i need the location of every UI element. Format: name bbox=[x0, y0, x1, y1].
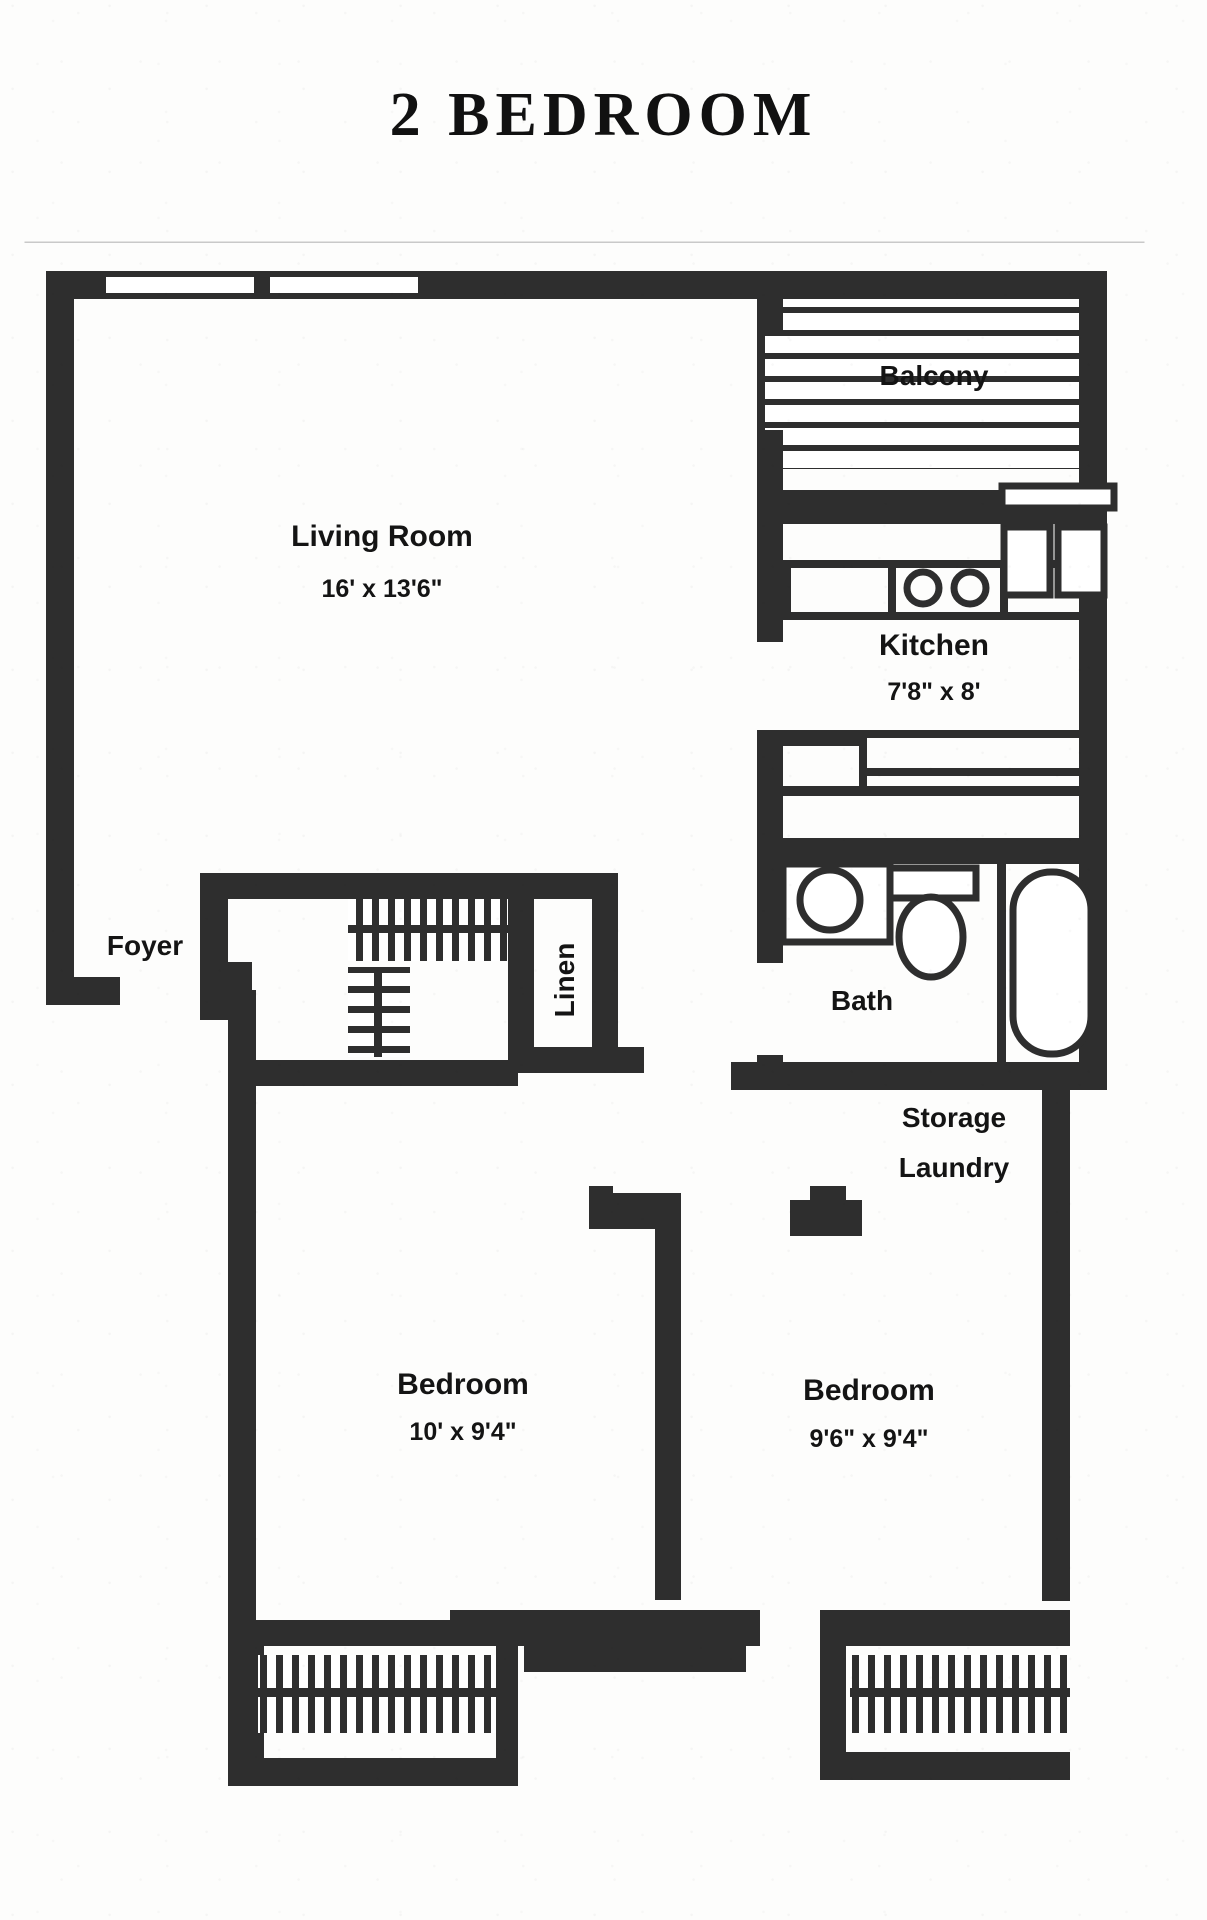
wall-foyer-entry-stub bbox=[46, 977, 120, 1005]
wall-kitchen-left-upper bbox=[757, 490, 783, 642]
bedroom1-dimensions: 10' x 9'4" bbox=[409, 1418, 516, 1446]
stove-icon bbox=[888, 560, 896, 620]
bath-label: Bath bbox=[831, 985, 893, 1016]
wall-hall-bottom bbox=[228, 1060, 518, 1086]
toilet-icon bbox=[895, 893, 967, 981]
living-room-dimensions: 16' x 13'6" bbox=[321, 575, 442, 603]
wall-between-bedrooms bbox=[655, 1200, 681, 1600]
window-icon bbox=[106, 277, 254, 293]
wall-bedroom1-closet-end bbox=[496, 1646, 518, 1758]
foyer-label: Foyer bbox=[107, 930, 183, 961]
window-icon bbox=[270, 277, 418, 293]
wall-left-exterior bbox=[46, 271, 74, 1005]
wall-right-exterior-lower bbox=[1042, 1062, 1070, 1601]
wall-bedroom2-closet-header bbox=[820, 1610, 1070, 1646]
bedroom2-dimensions: 9'6" x 9'4" bbox=[809, 1425, 928, 1453]
wall-segments bbox=[0, 243, 1207, 1803]
bathtub-icon bbox=[1009, 868, 1095, 1058]
wall-bath-bottom bbox=[757, 1062, 1079, 1090]
counter-edge bbox=[783, 560, 791, 620]
kitchen-sink-icon bbox=[1054, 523, 1108, 599]
bathtub-enclosure bbox=[997, 864, 1006, 1062]
counter-icon bbox=[783, 560, 1079, 568]
wall-bedrooms-bottom-jog bbox=[450, 1610, 760, 1646]
living-room-label: Living Room bbox=[291, 520, 473, 553]
counter-cabinet bbox=[767, 738, 867, 746]
wall-balcony-rail bbox=[757, 299, 765, 490]
counter-cabinet bbox=[859, 768, 1079, 776]
stove-icon bbox=[903, 568, 943, 608]
wall-hall-left-stub bbox=[200, 962, 252, 990]
wall-center-bottom bbox=[524, 1646, 746, 1672]
room-labels: Living Room 16' x 13'6" Balcony Kitchen … bbox=[107, 360, 1010, 1453]
kitchen-dimensions: 7'8" x 8' bbox=[887, 678, 980, 706]
wall-bath-left-upper bbox=[757, 838, 783, 963]
closet-rod bbox=[374, 967, 382, 1057]
kitchen-label: Kitchen bbox=[879, 629, 989, 662]
wall-jog-corner bbox=[450, 1610, 476, 1646]
wall-closet-linen-divider bbox=[508, 899, 534, 1047]
linen-label: Linen bbox=[549, 943, 580, 1018]
closet-rod bbox=[850, 1688, 1070, 1697]
counter-cabinet bbox=[859, 738, 867, 786]
counter-front-edge bbox=[783, 612, 1079, 620]
stove-icon bbox=[950, 568, 990, 608]
wall-linen-bottom-stub bbox=[592, 1047, 644, 1073]
kitchen-sink-icon bbox=[998, 482, 1118, 512]
wall-bedroom-door-jamb bbox=[589, 1186, 613, 1204]
wall-storage-door-jamb bbox=[810, 1186, 846, 1206]
wall-kitchen-bath bbox=[757, 838, 1079, 864]
closet-rod bbox=[348, 925, 508, 933]
kitchen-sink-icon bbox=[1000, 523, 1054, 599]
page-title: 2 BEDROOM bbox=[389, 81, 818, 149]
counter-cabinet bbox=[767, 738, 775, 786]
balcony-deck-hatch bbox=[760, 299, 1079, 469]
wall-hall-left-upper bbox=[200, 873, 228, 1020]
wall-bedroom1-bottom bbox=[228, 1758, 518, 1786]
counter-icon bbox=[757, 786, 1079, 796]
bedroom1-label: Bedroom bbox=[397, 1368, 529, 1401]
bath-sink-icon bbox=[796, 866, 864, 934]
laundry-label: Laundry bbox=[899, 1152, 1010, 1183]
bedroom2-label: Bedroom bbox=[803, 1374, 935, 1407]
counter-icon bbox=[783, 516, 1079, 524]
wall-linen-right bbox=[592, 873, 618, 1073]
toilet-icon bbox=[886, 864, 980, 902]
storage-label: Storage bbox=[902, 1102, 1006, 1133]
counter-icon bbox=[757, 730, 1079, 738]
balcony-label: Balcony bbox=[880, 360, 989, 391]
wall-hall-top bbox=[228, 873, 618, 899]
closet-rod bbox=[258, 1688, 496, 1697]
wall-bedroom2-bottom bbox=[820, 1752, 1070, 1780]
